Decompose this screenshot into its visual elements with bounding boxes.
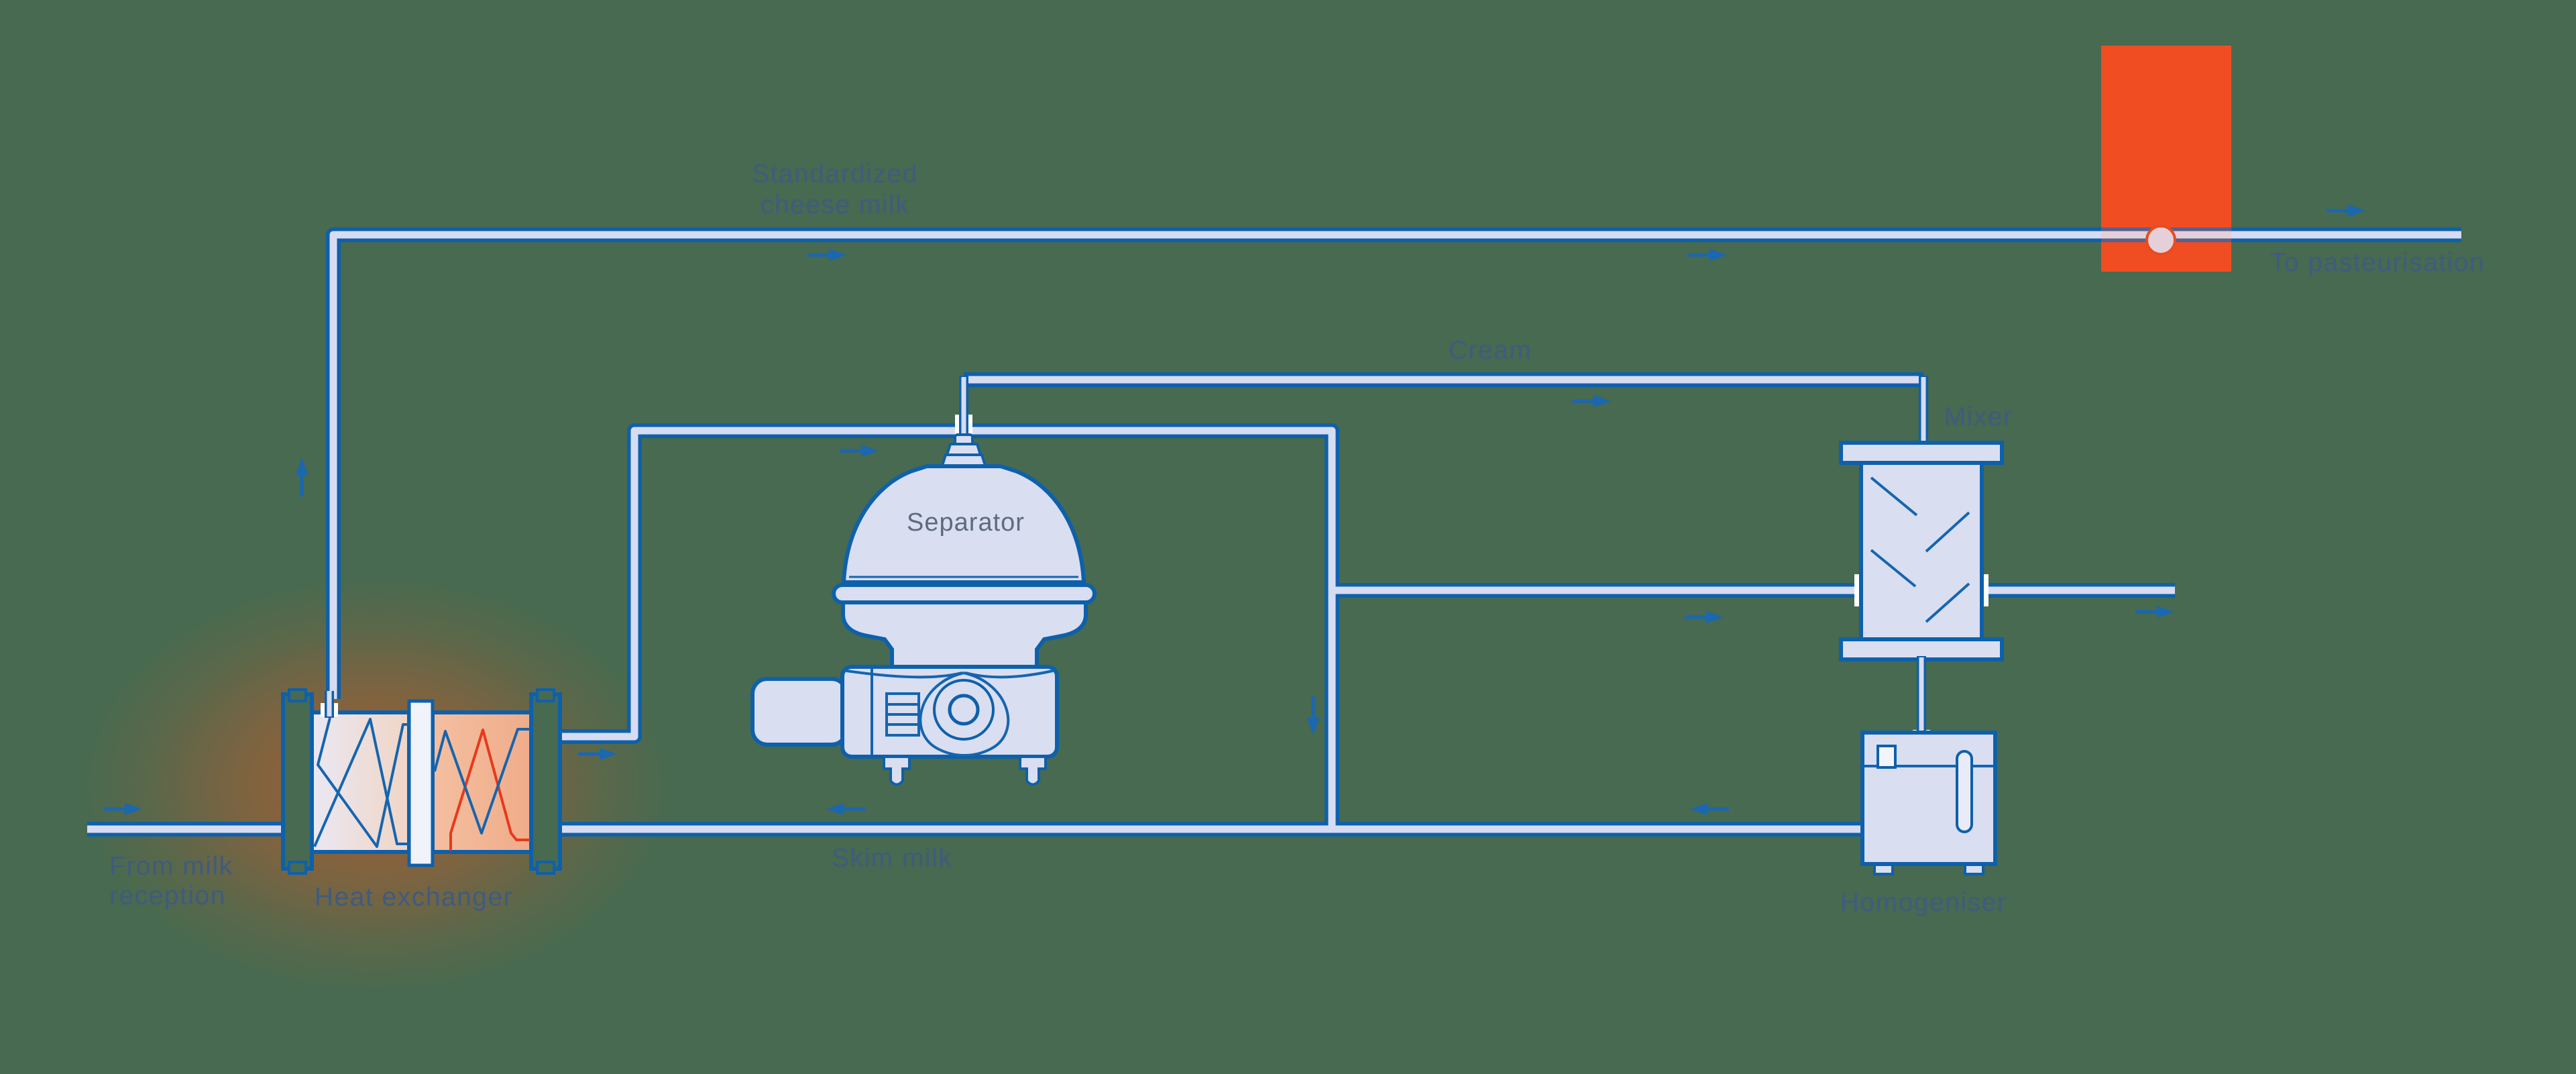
hx-left-plate-bottom-notch	[288, 861, 307, 875]
standardized-milk-pipe-core	[329, 231, 2461, 699]
hx-middle-divider	[407, 699, 435, 867]
hx-right-plate	[529, 692, 562, 871]
from-milk-label-line1: From milk	[109, 852, 233, 881]
hx-hot-medium-coil	[449, 729, 530, 851]
separator-collar-upper	[945, 443, 983, 456]
heat-exchanger-label: Heat exchanger	[315, 883, 513, 912]
mixer-element	[1925, 582, 1970, 623]
mixer: Mixer	[1839, 376, 2013, 661]
to-pasteurisation-label: To pasteurisation	[2270, 248, 2485, 277]
homogeniser-label: Homogeniser	[1840, 888, 2007, 917]
hx-right-plate-bottom-notch	[536, 861, 555, 875]
separator-swirl	[919, 672, 1010, 757]
mixer-element	[1870, 476, 1918, 517]
hx-right-plate-top-notch	[536, 688, 555, 702]
hx-left-plate	[281, 692, 314, 871]
separator-motor	[750, 677, 848, 747]
cream-label: Cream	[1449, 336, 1532, 365]
separator-foot-right	[1019, 755, 1047, 786]
mixer-label: Mixer	[1944, 402, 2013, 431]
mixer-outlet-gap	[1982, 574, 1989, 606]
hx-left-coil-a	[317, 717, 409, 848]
hx-right-coil	[433, 728, 530, 835]
separator-foot-left	[883, 755, 911, 786]
separator-flange-ring	[832, 583, 1097, 604]
heat-exchanger	[281, 688, 562, 875]
separator-housing-curve-left	[846, 669, 962, 679]
skim-milk-label: Skim milk	[832, 844, 952, 873]
hx-left-plate-top-notch	[288, 688, 307, 702]
mixer-inlet-gap	[1854, 574, 1861, 606]
homogeniser-gauge	[1877, 745, 1897, 769]
from-milk-label-line2: reception	[109, 881, 226, 910]
standardized-label-line1: Standardized	[752, 160, 918, 189]
heater-block	[2101, 46, 2231, 272]
separator-feed-skim-pipe-core	[550, 427, 1336, 829]
hx-left-coil-b	[313, 718, 409, 847]
standardized-label-line2: cheese milk	[761, 191, 909, 219]
mixer-element	[1925, 511, 1970, 553]
separator: Separator	[750, 376, 1097, 786]
heater-valve-circle	[2145, 225, 2176, 256]
stream-labels: Standardized cheese milk To pasteurisati…	[109, 160, 2485, 912]
mixer-body	[1859, 461, 1984, 641]
separator-dome	[841, 464, 1086, 584]
homogeniser: Homogeniser	[1840, 731, 2007, 917]
mixer-element	[1870, 549, 1917, 588]
separator-front-hub	[948, 694, 980, 726]
piping-network	[87, 227, 2461, 837]
homogeniser-plunger	[1956, 750, 1973, 833]
separator-label: Separator	[907, 508, 1025, 537]
separator-front-disc	[933, 679, 995, 741]
mixer-top-flange	[1839, 441, 2004, 465]
